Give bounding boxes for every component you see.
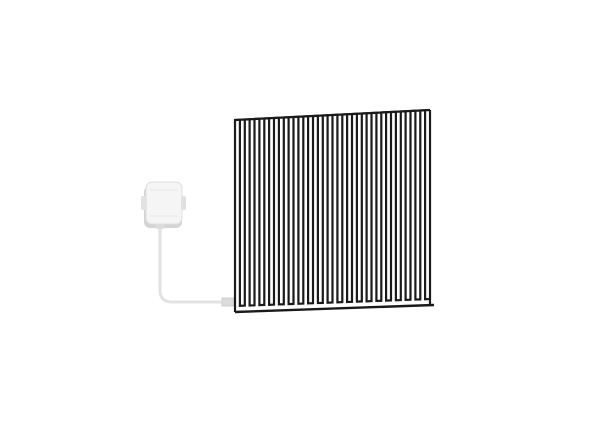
heater-wire	[233, 109, 432, 312]
heater-top-rail	[234, 108, 431, 122]
heater-bottom-rail	[234, 303, 435, 314]
power-cable	[158, 226, 226, 304]
heater-panel	[233, 108, 435, 314]
controller-box	[141, 181, 186, 229]
cable-connector	[221, 297, 235, 307]
